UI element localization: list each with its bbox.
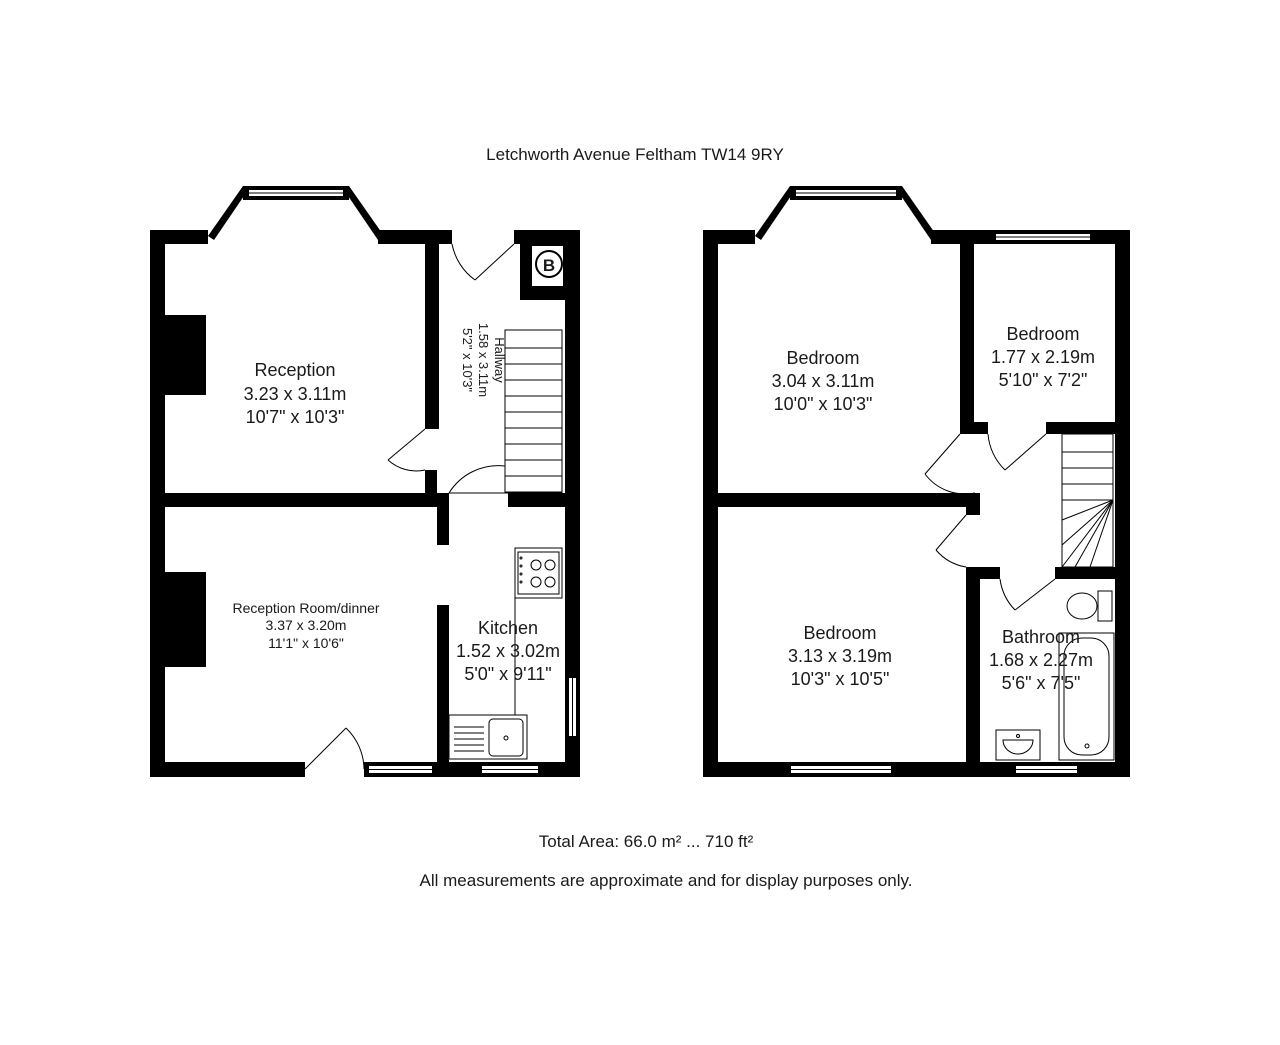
- wall: [718, 493, 976, 507]
- room-imperial: 10'3" x 10'5": [791, 669, 890, 689]
- kitchen-door: [448, 465, 506, 494]
- wall: [435, 244, 439, 429]
- wall: [425, 470, 437, 507]
- room-imperial: 10'7" x 10'3": [246, 407, 345, 427]
- wall: [508, 493, 565, 507]
- wall: [966, 567, 980, 762]
- wall: [378, 230, 452, 244]
- bath: [1058, 632, 1115, 761]
- wall: [1046, 422, 1115, 434]
- stair-treads: [505, 347, 562, 493]
- room-name: Hallway: [492, 337, 507, 383]
- wall: [514, 230, 580, 244]
- room-metric: 3.37 x 3.20m: [266, 617, 347, 633]
- room-name: Bedroom: [786, 348, 859, 368]
- room-metric: 1.58 x 3.11m: [476, 323, 491, 397]
- chimney-breast: [165, 572, 206, 667]
- hob: [514, 547, 563, 599]
- room-name: Reception: [254, 360, 335, 380]
- washbasin: [995, 729, 1041, 761]
- ground-floor: [150, 186, 580, 777]
- plan-title: Letchworth Avenue Feltham TW14 9RY: [486, 145, 784, 164]
- room-name: Bedroom: [1006, 324, 1079, 344]
- front-door: [451, 243, 515, 281]
- bedroom-door: [987, 433, 1047, 471]
- room-metric: 1.52 x 3.02m: [456, 641, 560, 661]
- room-name: Kitchen: [478, 618, 538, 638]
- window: [785, 762, 897, 777]
- room-metric: 1.77 x 2.19m: [991, 347, 1095, 367]
- wall: [425, 244, 437, 429]
- bedroom-door: [924, 433, 976, 495]
- wall: [1115, 230, 1130, 777]
- room-name: Bathroom: [1002, 627, 1080, 647]
- wall: [437, 493, 449, 545]
- room-imperial: 10'0" x 10'3": [774, 394, 873, 414]
- room-metric: 1.68 x 2.27m: [989, 650, 1093, 670]
- room-imperial: 5'10" x 7'2": [999, 370, 1088, 390]
- wall: [565, 230, 580, 777]
- wall: [1055, 567, 1115, 579]
- wall: [966, 567, 1000, 579]
- wall: [150, 762, 305, 777]
- window: [565, 673, 580, 741]
- sink: [448, 714, 528, 760]
- reception-door: [387, 428, 426, 472]
- room-name: Bedroom: [803, 623, 876, 643]
- room-metric: 3.13 x 3.19m: [788, 646, 892, 666]
- room-imperial: 11'1" x 10'6": [268, 635, 344, 651]
- window: [477, 762, 543, 777]
- toilet: [1066, 590, 1113, 622]
- wall: [960, 422, 988, 434]
- window: [990, 230, 1096, 244]
- wall: [703, 230, 718, 777]
- room-imperial: 5'0" x 9'11": [464, 664, 551, 684]
- boiler-label: B: [543, 256, 555, 275]
- back-door: [304, 727, 365, 770]
- staircase: [1061, 433, 1114, 568]
- bay-window: [208, 186, 384, 240]
- total-area: Total Area: 66.0 m² ... 710 ft²: [539, 832, 754, 851]
- disclaimer: All measurements are approximate and for…: [420, 871, 913, 890]
- window: [364, 762, 437, 777]
- wall: [966, 493, 980, 515]
- room-metric: 3.23 x 3.11m: [244, 384, 347, 404]
- window: [1010, 762, 1083, 777]
- room-imperial: 5'6" x 7'5": [1002, 673, 1081, 693]
- wall: [165, 493, 437, 507]
- bay-window: [755, 186, 937, 240]
- boiler-icon: [535, 250, 563, 278]
- wall: [437, 605, 449, 762]
- room-imperial: 5'2" x 10'3": [460, 328, 475, 392]
- wall: [960, 244, 974, 434]
- room-metric: 3.04 x 3.11m: [772, 371, 875, 391]
- first-floor: [703, 186, 1130, 777]
- bathroom-door: [999, 578, 1056, 611]
- room-name: Reception Room/dinner: [232, 600, 379, 616]
- wall: [150, 230, 165, 777]
- bedroom-door: [935, 514, 967, 568]
- chimney-breast: [165, 315, 206, 395]
